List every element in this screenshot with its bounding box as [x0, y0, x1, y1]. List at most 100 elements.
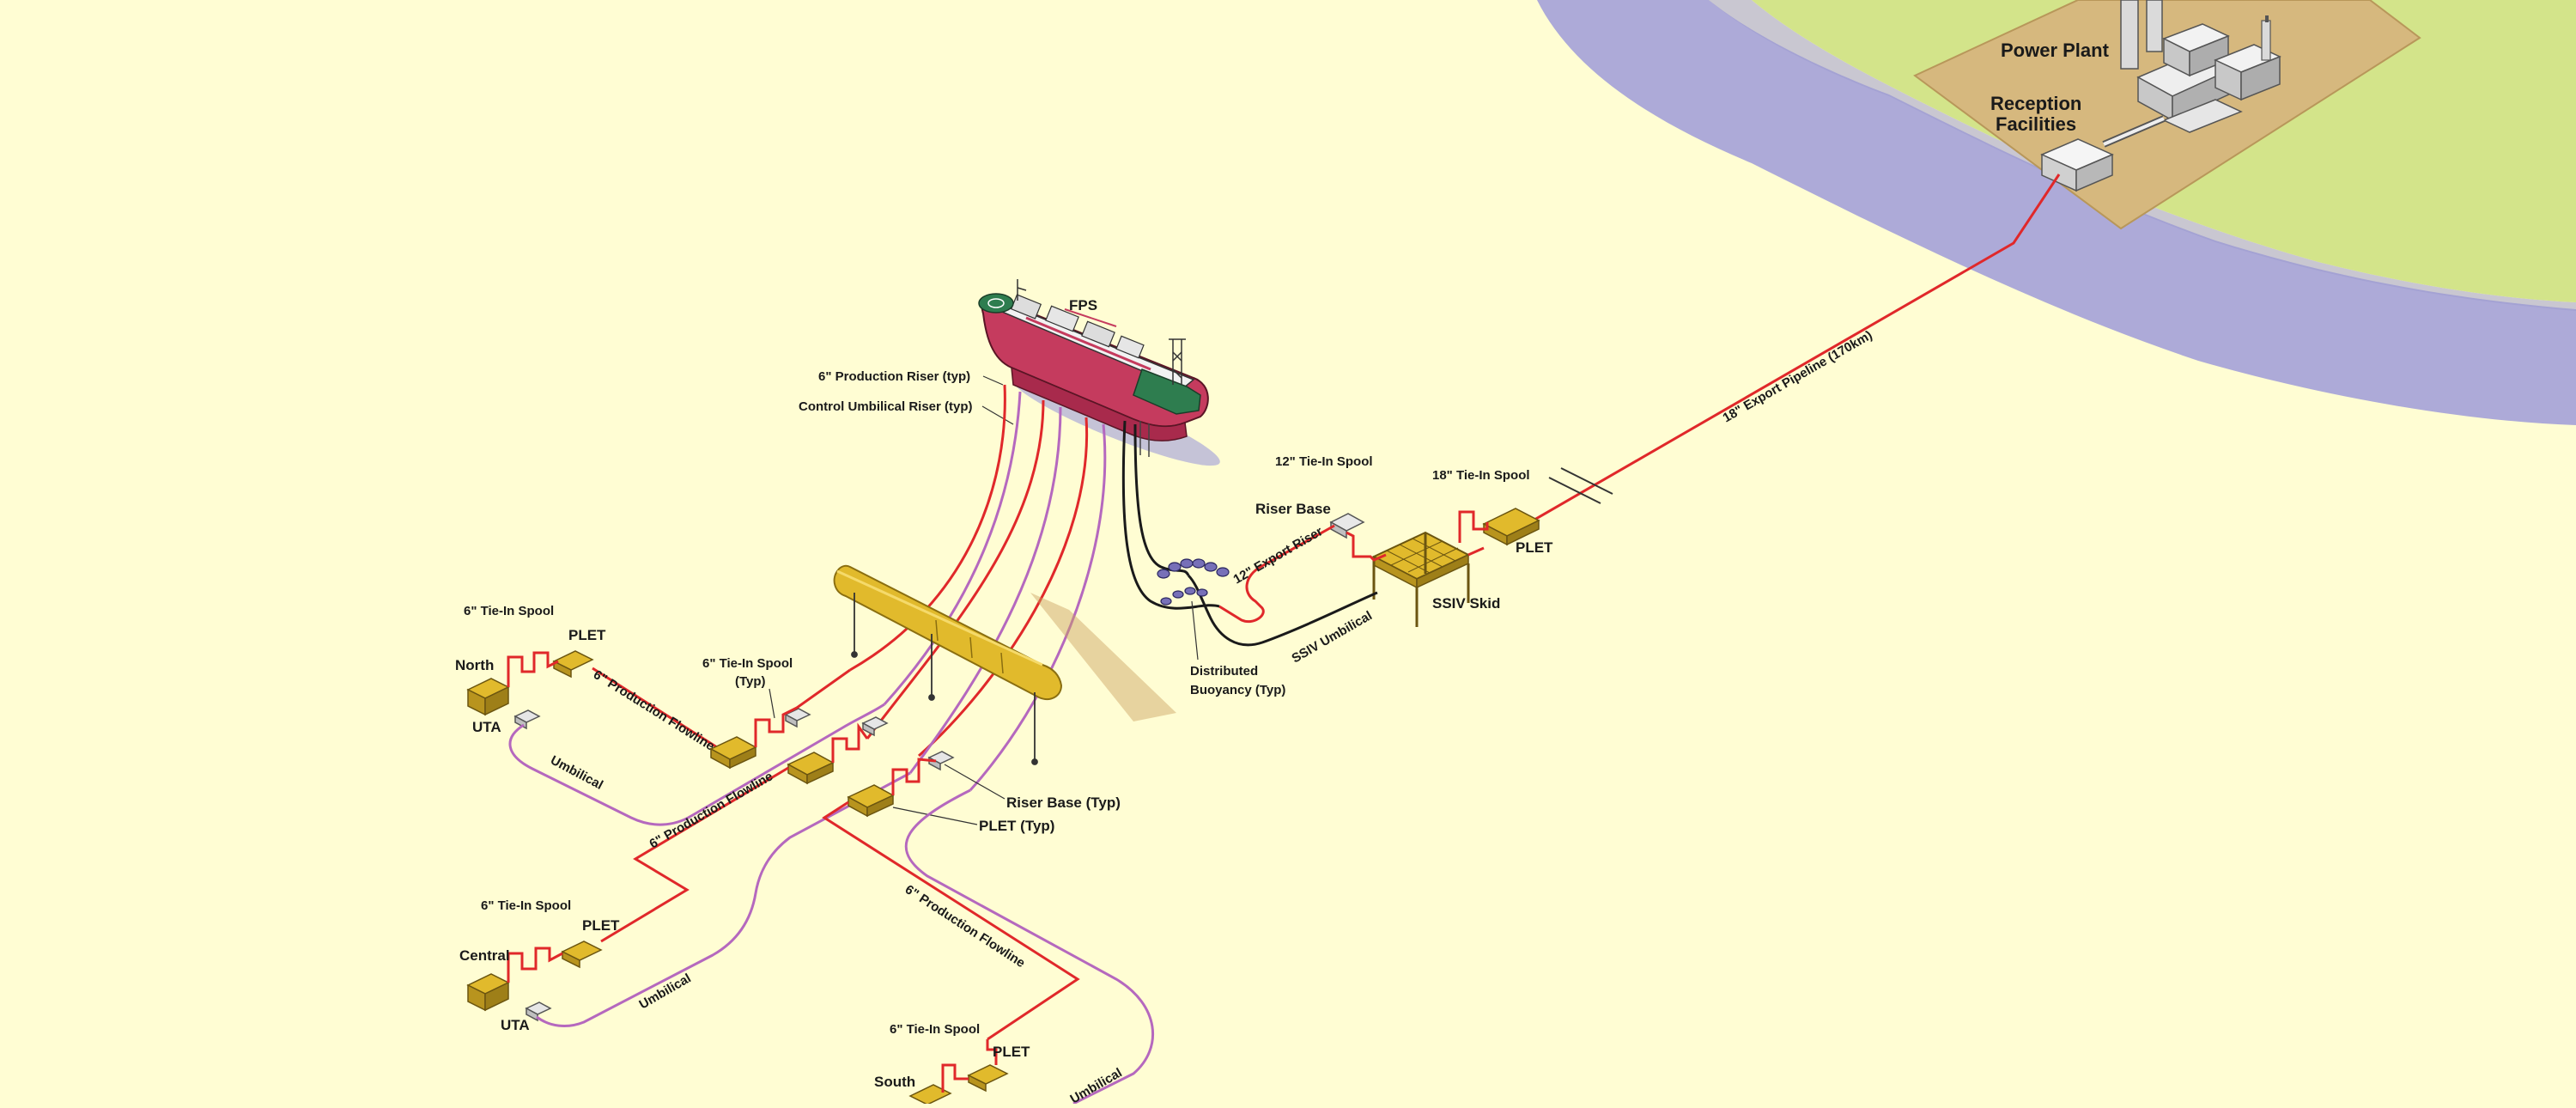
export-riser-12	[1218, 524, 1335, 623]
distributed-buoyancy-label-line1: Distributed	[1190, 664, 1258, 679]
ssiv-umbilical-label: SSIV Umbilical	[1290, 608, 1375, 666]
central-uta	[525, 1001, 552, 1022]
sea-band	[1537, 0, 2576, 425]
central-flowline-label: 6" Production Flowline	[647, 769, 776, 851]
south-cluster: Riser Base (Typ) PLET (Typ) 6" Productio…	[822, 751, 1154, 1106]
central-manifold	[466, 973, 510, 1012]
south-plet-label: PLET	[993, 1044, 1030, 1060]
helideck-icon	[978, 293, 1014, 314]
central-riser-plet	[787, 752, 835, 785]
ssiv-skid-label: SSIV Skid	[1432, 595, 1500, 612]
tiein-spool-18-label: 18" Tie-In Spool	[1432, 468, 1530, 483]
fps-label: FPS	[1069, 297, 1097, 314]
south-riser-plet	[847, 784, 895, 818]
production-risers	[849, 384, 1089, 758]
north-manifold	[466, 678, 510, 716]
north-plet-label: PLET	[568, 627, 606, 643]
north-plet	[552, 650, 594, 679]
ssiv-umbilical-riser	[1133, 423, 1190, 576]
south-tiein-spool	[941, 1063, 969, 1093]
riser-base-typ-label: Riser Base (Typ)	[1006, 794, 1121, 811]
riser-south	[918, 417, 1089, 758]
flare-tower	[1169, 338, 1186, 385]
ssiv-skid	[1371, 531, 1471, 627]
north-label: North	[455, 657, 494, 673]
north-flowline-label: 6" Production Flowline	[591, 667, 717, 754]
vessel-hull-lower	[1011, 366, 1188, 441]
north-riser-plet	[709, 736, 757, 770]
vessel-mast	[1017, 279, 1027, 301]
north-tiein-spool	[507, 651, 559, 687]
tiein-spool-12	[1346, 531, 1387, 562]
production-riser-label: 6" Production Riser (typ)	[818, 369, 970, 384]
turret-mooring-lines	[1139, 421, 1150, 457]
power-plant-label: Power Plant	[2001, 40, 2110, 61]
export-pipeline	[1523, 174, 2061, 527]
tiein-spool-typ-label-line2: (Typ)	[735, 674, 766, 689]
plet-typ-label: PLET (Typ)	[979, 818, 1054, 834]
central-tiein-spool	[507, 947, 563, 983]
north-uta-label: UTA	[472, 719, 501, 735]
central-umbilical	[536, 771, 911, 1028]
north-riser-spool	[754, 668, 851, 747]
north-umbilical	[508, 703, 885, 826]
power-plant-building	[2120, 0, 2281, 133]
north-umbilical-label: Umbilical	[548, 753, 605, 793]
central-plet-label: PLET	[582, 917, 620, 934]
riser-base-export	[1329, 513, 1365, 539]
central-riser-base	[861, 716, 889, 737]
tiein-spool-typ-label-line1: 6" Tie-In Spool	[702, 656, 793, 671]
riser-north	[849, 384, 1006, 672]
export-plet	[1482, 508, 1540, 546]
riser-labels: 6" Production Riser (typ) Control Umbili…	[799, 369, 1014, 425]
export-side-risers	[1121, 420, 1220, 610]
arch-tethers	[851, 593, 1038, 765]
midwater-arch	[833, 564, 1176, 765]
coastline	[1537, 0, 2576, 425]
export-riser-from-fps	[1121, 420, 1220, 610]
north-uta	[513, 709, 541, 730]
central-label: Central	[459, 947, 510, 964]
riser-central	[866, 399, 1045, 740]
vessel-green-deck	[1133, 368, 1201, 415]
umbilical-riser-south	[969, 423, 1107, 792]
reception-label-line1: Reception	[1990, 93, 2081, 114]
reception-label-line2: Facilities	[1996, 113, 2076, 135]
north-cluster: 6" Tie-In Spool PLET North UTA 6" Produc…	[455, 604, 885, 826]
south-label: South	[874, 1074, 915, 1090]
pipeline-break-symbol	[1548, 467, 1613, 504]
central-tiein-spool-label: 6" Tie-In Spool	[481, 898, 571, 913]
control-umbilical-riser-label: Control Umbilical Riser (typ)	[799, 399, 973, 414]
south-tiein-spool-label: 6" Tie-In Spool	[890, 1022, 980, 1037]
central-plet	[561, 941, 603, 969]
central-flowline	[600, 766, 789, 943]
umbilical-risers	[883, 391, 1107, 792]
fps-vessel: FPS	[978, 279, 1220, 466]
export-riser-label: 12" Export Riser	[1231, 524, 1326, 587]
south-umbilical	[904, 788, 1154, 1105]
arch-gutters	[935, 619, 1004, 674]
export-pipeline-label: 18" Export Pipeline (170km)	[1721, 328, 1875, 426]
tiein-spool-12-label: 12" Tie-In Spool	[1275, 454, 1373, 469]
umbilical-riser-north	[883, 391, 1022, 706]
south-umbilical-label: Umbilical	[1068, 1065, 1125, 1104]
export-plet-label: PLET	[1516, 539, 1553, 556]
distributed-buoyancy-label-line2: Buoyancy (Typ)	[1190, 683, 1285, 697]
reception-facilities-building	[2040, 138, 2114, 192]
riser-base-export-label: Riser Base	[1255, 501, 1331, 517]
arch-buoy	[833, 564, 1063, 701]
south-manifold	[908, 1084, 952, 1105]
north-riser-base	[784, 708, 811, 728]
north-flowline	[592, 667, 718, 749]
vessel-topsides	[1010, 294, 1151, 371]
distributed-buoyancy	[1157, 558, 1230, 606]
south-flowline	[822, 801, 1080, 1041]
umbilical-riser-central	[908, 406, 1062, 774]
onshore-facilities: Power Plant Reception Facilities	[1990, 0, 2281, 192]
south-plet	[967, 1064, 1009, 1093]
tiein-spool-18	[1458, 510, 1489, 543]
ssiv-umbilical	[1187, 574, 1378, 647]
arch-shadow	[1030, 593, 1176, 721]
